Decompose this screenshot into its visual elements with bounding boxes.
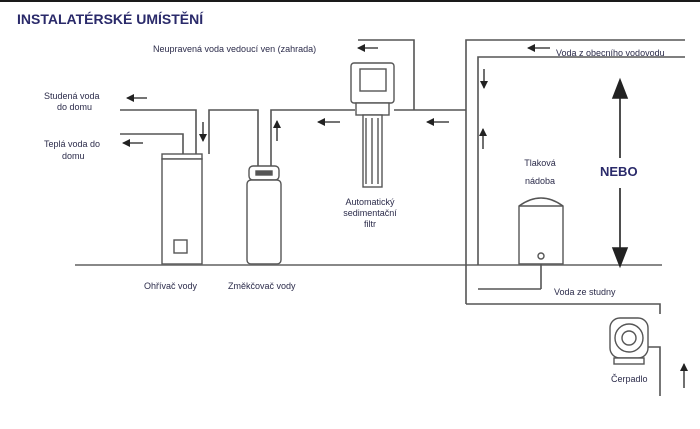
cold-water-pipe bbox=[120, 109, 197, 154]
label-cold-1: Studená voda bbox=[44, 91, 100, 101]
label-heater: Ohřívač vody bbox=[144, 281, 198, 291]
label-softener: Změkčovač vody bbox=[228, 281, 296, 291]
well-to-pump-pipe bbox=[466, 303, 661, 314]
softener-heater-pipe bbox=[208, 109, 259, 166]
water-heater bbox=[161, 153, 203, 265]
label-tank-1: Tlaková bbox=[524, 158, 556, 168]
hot-water-pipe bbox=[120, 133, 184, 154]
pump bbox=[609, 317, 649, 365]
label-pump: Čerpadlo bbox=[611, 374, 648, 384]
main-pipes bbox=[120, 39, 685, 396]
diagram-title: INSTALATÉRSKÉ UMÍSTĚNÍ bbox=[17, 11, 204, 27]
label-hot-1: Teplá voda do bbox=[44, 139, 101, 149]
label-tank-2: nádoba bbox=[524, 176, 556, 186]
label-filter-1: Automatický bbox=[345, 197, 395, 207]
water-softener bbox=[246, 165, 282, 265]
label-well: Voda ze studny bbox=[554, 287, 616, 297]
pressure-tank bbox=[518, 197, 564, 265]
garden-pipe bbox=[358, 39, 415, 110]
label-or: NEBO bbox=[600, 164, 638, 179]
label-filter-3: filtr bbox=[364, 219, 376, 229]
label-cold-2: do domu bbox=[57, 102, 93, 112]
flow-arrows bbox=[122, 44, 688, 388]
label-garden: Neupravená voda vedoucí ven (zahrada) bbox=[153, 44, 317, 54]
sediment-filter bbox=[350, 62, 395, 188]
softener-main-pipe bbox=[270, 109, 355, 166]
label-filter-2: sedimentační bbox=[343, 208, 397, 218]
label-hot-2: domu bbox=[62, 151, 85, 161]
or-double-arrow bbox=[611, 77, 629, 269]
pump-pipe bbox=[648, 346, 661, 396]
municipal-riser-outer bbox=[465, 39, 685, 304]
label-municipal: Voda z obecního vodovodu bbox=[556, 48, 665, 58]
municipal-riser-inner bbox=[477, 56, 685, 128]
